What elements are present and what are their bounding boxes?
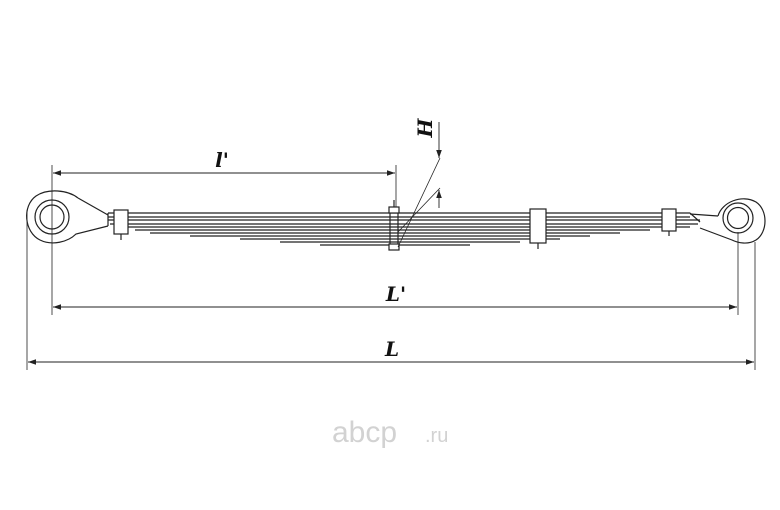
watermark-logo: abcp .ru (332, 416, 448, 449)
spring-leaves (107, 212, 701, 246)
left-spring-eye (26, 190, 109, 244)
watermark-suffix: .ru (425, 425, 448, 447)
extension-lines (26, 157, 756, 370)
right-spring-eye (689, 198, 766, 244)
label-height: H (413, 117, 437, 138)
center-bolt (388, 200, 400, 251)
label-eye-to-eye-length: L' (385, 282, 406, 306)
label-half-length: l' (215, 148, 229, 172)
watermark-text: abcp (332, 416, 397, 449)
dimension-lines (28, 122, 754, 365)
spring-clamps (113, 208, 677, 249)
label-overall-length: L (384, 337, 399, 361)
